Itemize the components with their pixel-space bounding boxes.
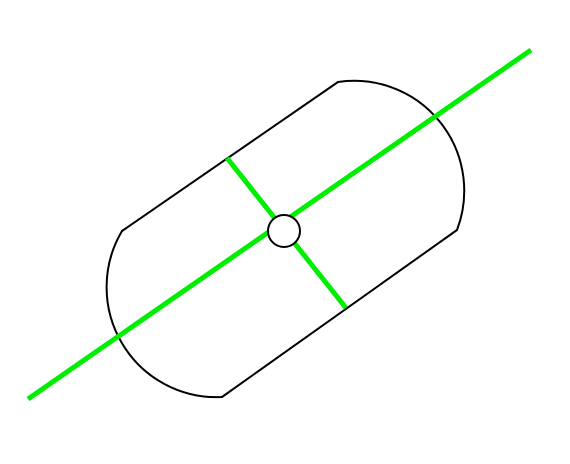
lower-edge: [221, 229, 458, 398]
center-circle: [267, 214, 301, 248]
right-lobe: [337, 79, 466, 231]
left-lobe: [105, 230, 223, 399]
upper-edge: [121, 81, 339, 232]
dumbbell-outline: [105, 79, 466, 399]
